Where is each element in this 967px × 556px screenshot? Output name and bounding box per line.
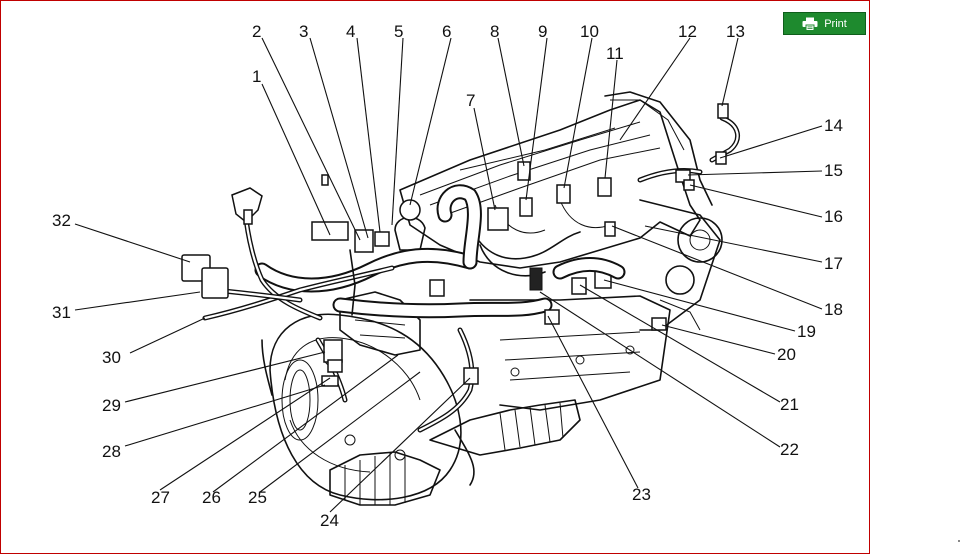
leader-lines: [74, 37, 823, 513]
callout-29: 29: [102, 396, 121, 415]
callout-15: 15: [824, 161, 843, 180]
callout-25: 25: [248, 488, 267, 507]
callout-14: 14: [824, 116, 843, 135]
callout-8: 8: [490, 22, 499, 41]
callout-22: 22: [780, 440, 799, 459]
callout-26: 26: [202, 488, 221, 507]
callout-17: 17: [824, 254, 843, 273]
callout-2: 2: [252, 22, 261, 41]
callout-19: 19: [797, 322, 816, 341]
callout-12: 12: [678, 22, 697, 41]
callout-23: 23: [632, 485, 651, 504]
corner-dot: [958, 540, 960, 542]
callout-5: 5: [394, 22, 403, 41]
callout-30: 30: [102, 348, 121, 367]
callout-28: 28: [102, 442, 121, 461]
callout-31: 31: [52, 303, 71, 322]
callout-18: 18: [824, 300, 843, 319]
callout-24: 24: [320, 511, 339, 530]
callout-20: 20: [777, 345, 796, 364]
callout-16: 16: [824, 207, 843, 226]
callout-6: 6: [442, 22, 451, 41]
callout-9: 9: [538, 22, 547, 41]
engine-drawing: [181, 91, 740, 506]
callout-21: 21: [780, 395, 799, 414]
print-button[interactable]: Print: [783, 12, 866, 35]
callout-27: 27: [151, 488, 170, 507]
print-button-label: Print: [824, 17, 847, 30]
callout-10: 10: [580, 22, 599, 41]
callout-1: 1: [252, 67, 261, 86]
callout-7: 7: [466, 91, 475, 110]
callout-4: 4: [346, 22, 355, 41]
callout-32: 32: [52, 211, 71, 230]
diagram-frame: [0, 0, 870, 554]
callout-13: 13: [726, 22, 745, 41]
callout-11: 11: [606, 44, 624, 63]
callout-3: 3: [299, 22, 308, 41]
callout-labels: 1 2 3 4 5 6 7 8 9 10 11 12 13 14 15 16 1…: [52, 22, 843, 530]
printer-icon: [802, 17, 818, 31]
